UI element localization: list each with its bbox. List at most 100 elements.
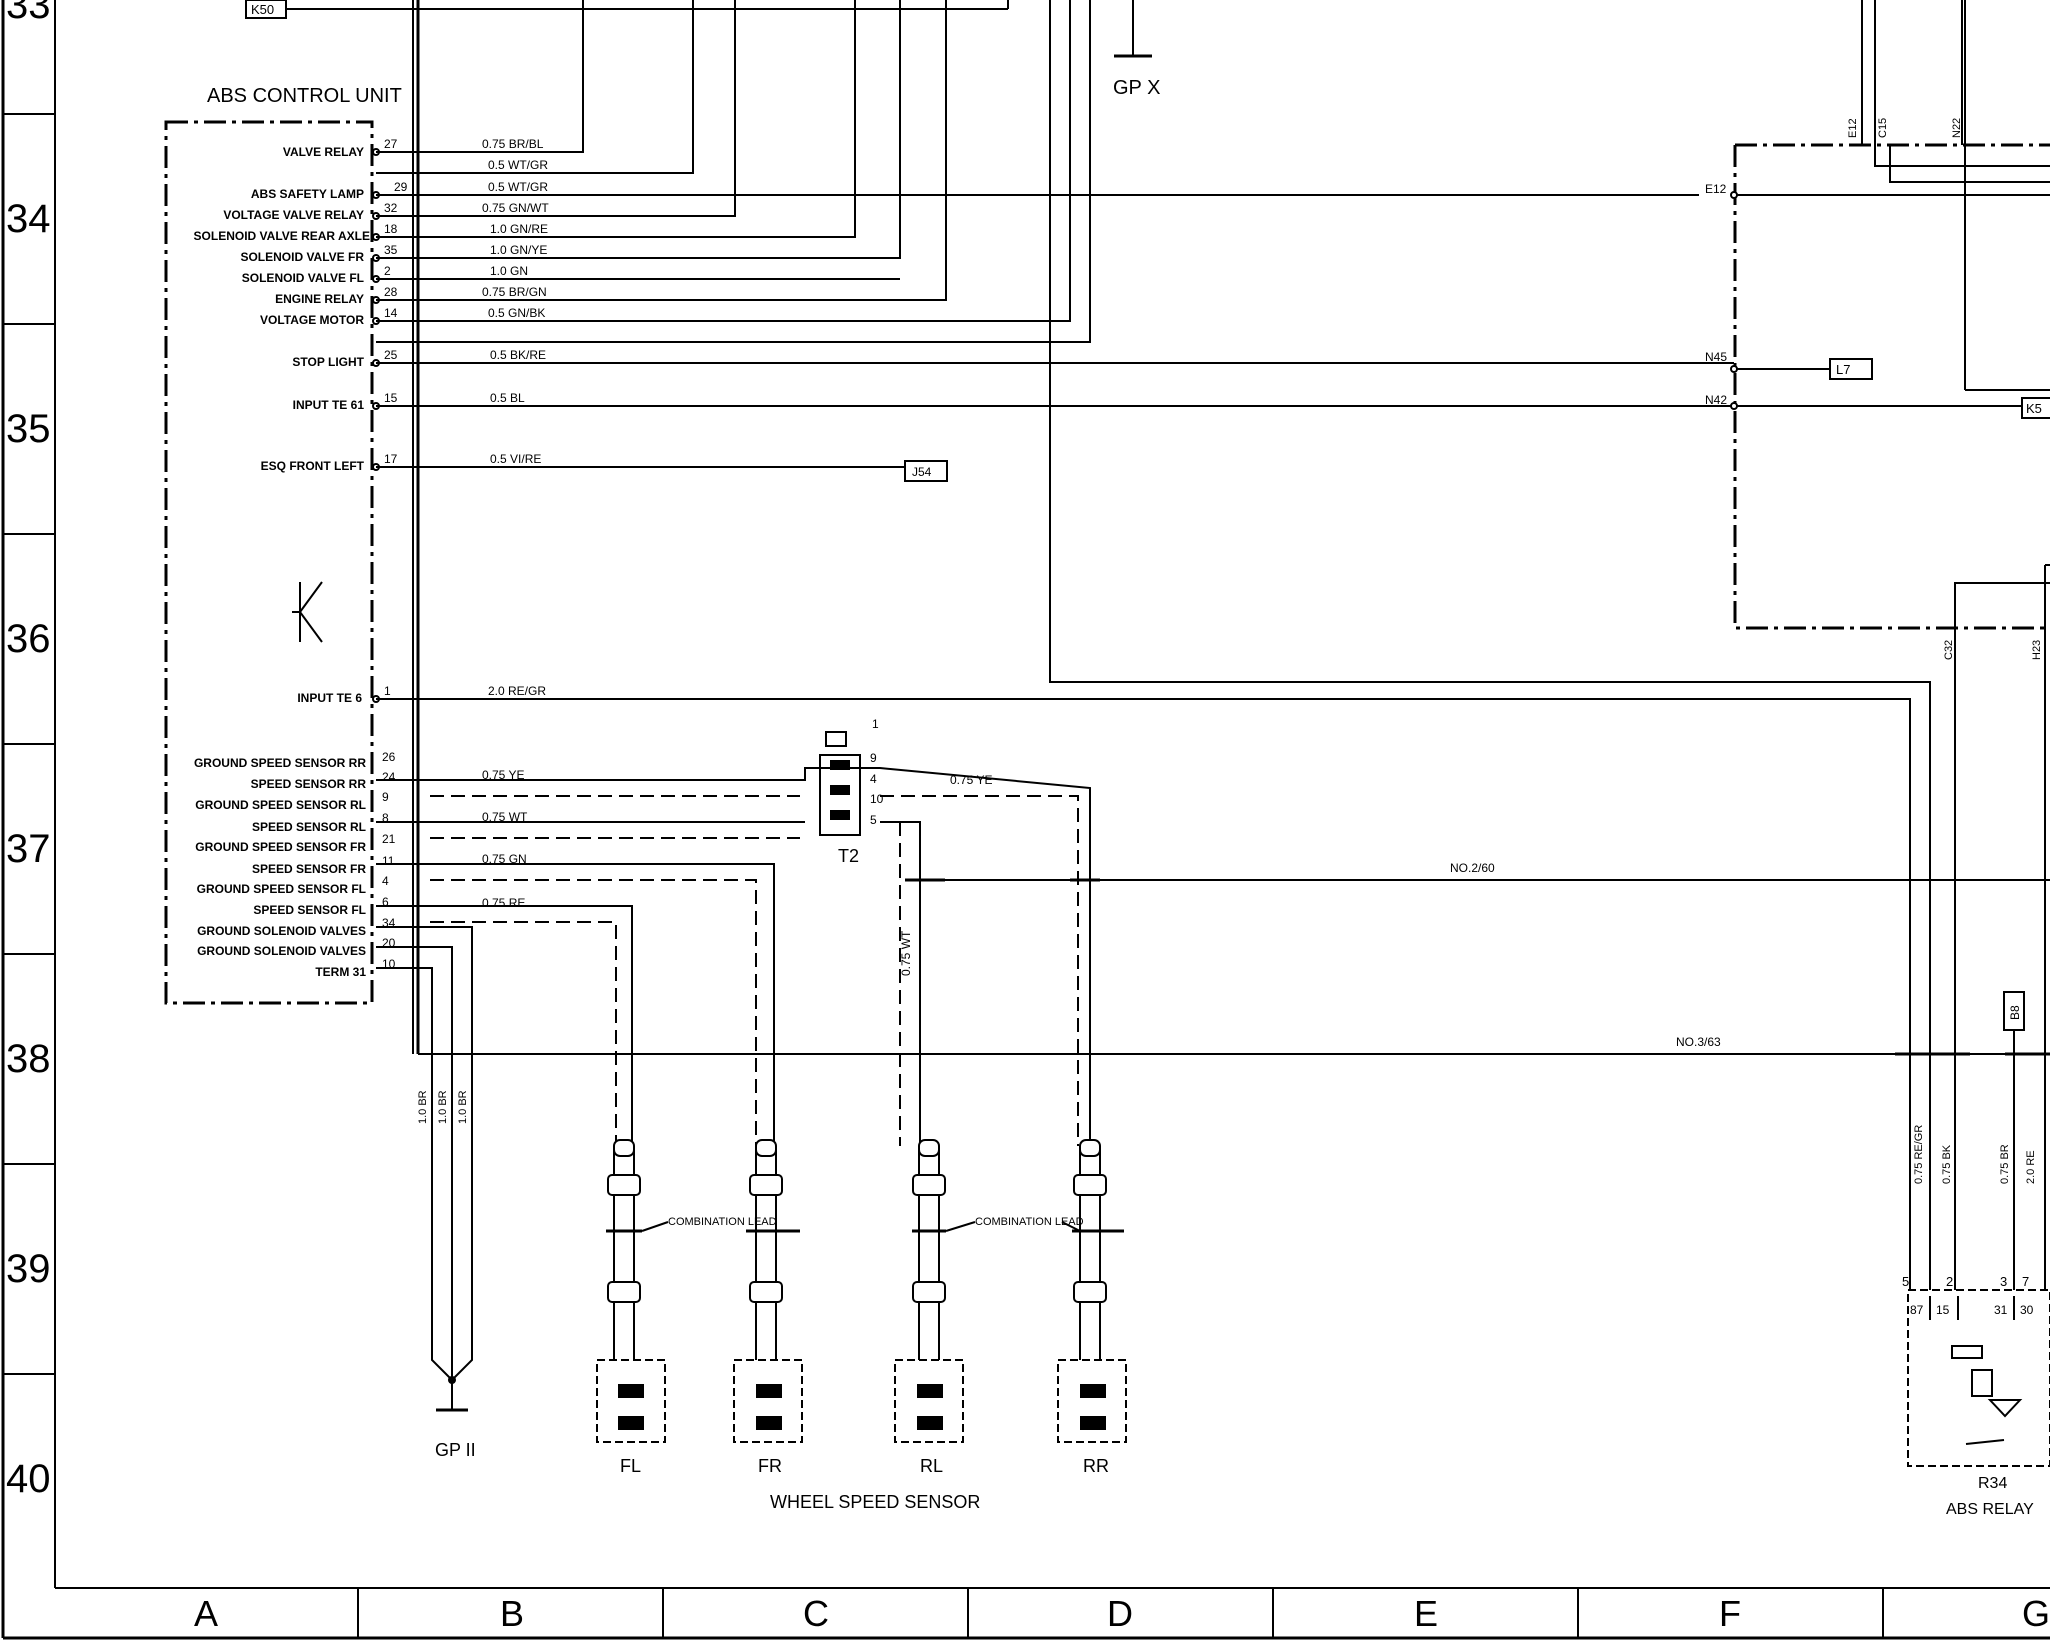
wire-label: 0.5 BL — [490, 391, 525, 405]
pin-top: E12 — [1847, 118, 1859, 138]
pin-number: 4 — [382, 874, 389, 888]
t2-pin: 1 — [872, 717, 879, 731]
pin-top: C15 — [1877, 118, 1889, 138]
wire-label: 0.5 BK/RE — [490, 348, 546, 362]
pin-number: 27 — [384, 137, 398, 151]
relay-top-pin: 5 — [1902, 1274, 1909, 1289]
relay-name: ABS RELAY — [1946, 1501, 2034, 1518]
wire-label: 0.75 WT — [899, 930, 913, 976]
ref-k50: K50 — [251, 2, 274, 17]
pin-number: 11 — [382, 854, 395, 868]
connector-t2-label: T2 — [838, 846, 859, 866]
relay-wire-label: 0.75 BR — [1999, 1144, 2011, 1184]
sensor-rl — [894, 1139, 964, 1443]
relay-top-pin: 3 — [2000, 1274, 2007, 1289]
pin-label: VOLTAGE MOTOR — [260, 313, 364, 327]
ground-wire-label: 1.0 BR — [437, 1090, 449, 1124]
wheel-speed-sensors: COMBINATION LEAD COMBINATION LEAD FL FR … — [596, 1139, 1127, 1512]
control-unit-wiring: J54 0.75 BR/BL 0.5 WT/GR 0.5 WT/GR 0.75 … — [376, 0, 1931, 1290]
top-references: K50 GP X — [245, 0, 1160, 99]
pin-label: SOLENOID VALVE FL — [242, 271, 364, 285]
column-label: G — [2022, 1593, 2050, 1634]
pin-label: SPEED SENSOR RL — [252, 820, 366, 834]
pin-label: VOLTAGE VALVE RELAY — [223, 208, 364, 222]
pin-number: 26 — [382, 750, 396, 764]
ground-wire-label: 1.0 BR — [417, 1090, 429, 1124]
pin-number: 2 — [384, 264, 391, 278]
pin-c32: C32 — [1943, 640, 1955, 660]
ref-b8: B8 — [2008, 1005, 2022, 1020]
row-label: 39 — [6, 1247, 51, 1291]
sensor-label: FL — [620, 1456, 641, 1476]
row-label: 35 — [6, 407, 51, 451]
wire-label: 0.5 WT/GR — [488, 180, 548, 194]
pin-label: VALVE RELAY — [283, 145, 364, 159]
pin-label: INPUT TE 61 — [293, 398, 365, 412]
wire-label: 0.75 YE — [950, 773, 992, 787]
abs-control-unit: ABS CONTROL UNIT VALVE RELAY ABS SAFETY … — [164, 85, 408, 1005]
relay-wire-label: 0.75 RE/GR — [1913, 1125, 1925, 1184]
column-label: B — [500, 1593, 524, 1634]
pin-label: SOLENOID VALVE REAR AXLE — [194, 229, 370, 243]
pin-top: N22 — [1951, 118, 1963, 138]
combination-lead-label: COMBINATION LEAD — [975, 1216, 1084, 1228]
t2-pin: 10 — [870, 792, 884, 806]
pin-label: STOP LIGHT — [292, 355, 364, 369]
column-label: D — [1107, 1593, 1133, 1634]
right-unit: K5 L7 E12 N45 N42 E12 C15 N22 C32 H23 — [1705, 0, 2050, 1290]
ref-k5: K5 — [2026, 401, 2042, 416]
wire-label: 0.75 BR/BL — [482, 137, 544, 151]
combination-lead-label: COMBINATION LEAD — [668, 1216, 777, 1228]
relay-wire-label: 2.0 RE — [2025, 1150, 2037, 1184]
relay-top-pin: 7 — [2022, 1274, 2029, 1289]
pin-number: 8 — [382, 811, 389, 825]
bus-label: NO.3/63 — [1676, 1035, 1721, 1049]
sensor-rr — [1057, 1139, 1127, 1443]
row-label: 34 — [6, 197, 51, 241]
pin-number: 29 — [394, 180, 408, 194]
row-label: 33 — [6, 0, 51, 27]
wire-label: 0.5 GN/BK — [488, 306, 545, 320]
sensor-fl — [596, 1139, 666, 1443]
abs-relay: 5 2 3 7 87 15 31 30 R34 ABS RELAY 0.75 R… — [1902, 1125, 2050, 1518]
column-label: A — [194, 1593, 218, 1634]
t2-pin: 9 — [870, 751, 877, 765]
wire-label: 1.0 GN/YE — [490, 243, 547, 257]
pin-number: 14 — [384, 306, 398, 320]
t2-pin: 5 — [870, 813, 877, 827]
column-labels: A B C D E F G — [194, 1593, 2050, 1634]
pin-label: ESQ FRONT LEFT — [261, 459, 365, 473]
relay-terminal: 31 — [1994, 1303, 2008, 1317]
wire-label: 0.5 WT/GR — [488, 158, 548, 172]
pin-label: GROUND SPEED SENSOR RL — [195, 798, 366, 812]
relay-top-pin: 2 — [1946, 1274, 1953, 1289]
wire-label: 2.0 RE/GR — [488, 684, 546, 698]
relay-terminal: 15 — [1936, 1303, 1950, 1317]
sensor-wiring: 1 9 4 10 5 T2 0.75 YE 0.75 YE 0.75 WT 0.… — [376, 717, 2050, 1460]
relay-terminal: 30 — [2020, 1303, 2034, 1317]
pin-label: GROUND SOLENOID VALVES — [197, 944, 366, 958]
relay-terminal: 87 — [1910, 1303, 1924, 1317]
pin-n45: N45 — [1705, 350, 1727, 364]
wire-label: 0.75 WT — [482, 810, 528, 824]
pin-number: 1 — [384, 684, 391, 698]
sensor-fr — [733, 1139, 803, 1443]
row-label: 38 — [6, 1037, 51, 1081]
row-label: 37 — [6, 827, 51, 871]
sensors-title: WHEEL SPEED SENSOR — [770, 1492, 980, 1512]
row-labels: 33 34 35 36 37 38 39 40 — [6, 0, 51, 1501]
wire-label: 0.5 VI/RE — [490, 452, 541, 466]
pin-number: 35 — [384, 243, 398, 257]
ref-gpx: GP X — [1113, 77, 1160, 99]
pin-label: GROUND SOLENOID VALVES — [197, 924, 366, 938]
pin-number: 32 — [384, 201, 398, 215]
wire-label: 0.75 RE — [482, 896, 525, 910]
pin-label: SPEED SENSOR RR — [251, 777, 367, 791]
row-label: 36 — [6, 617, 51, 661]
wire-label: 0.75 BR/GN — [482, 285, 547, 299]
pin-label: GROUND SPEED SENSOR FR — [195, 840, 366, 854]
bus-label: NO.2/60 — [1450, 861, 1495, 875]
